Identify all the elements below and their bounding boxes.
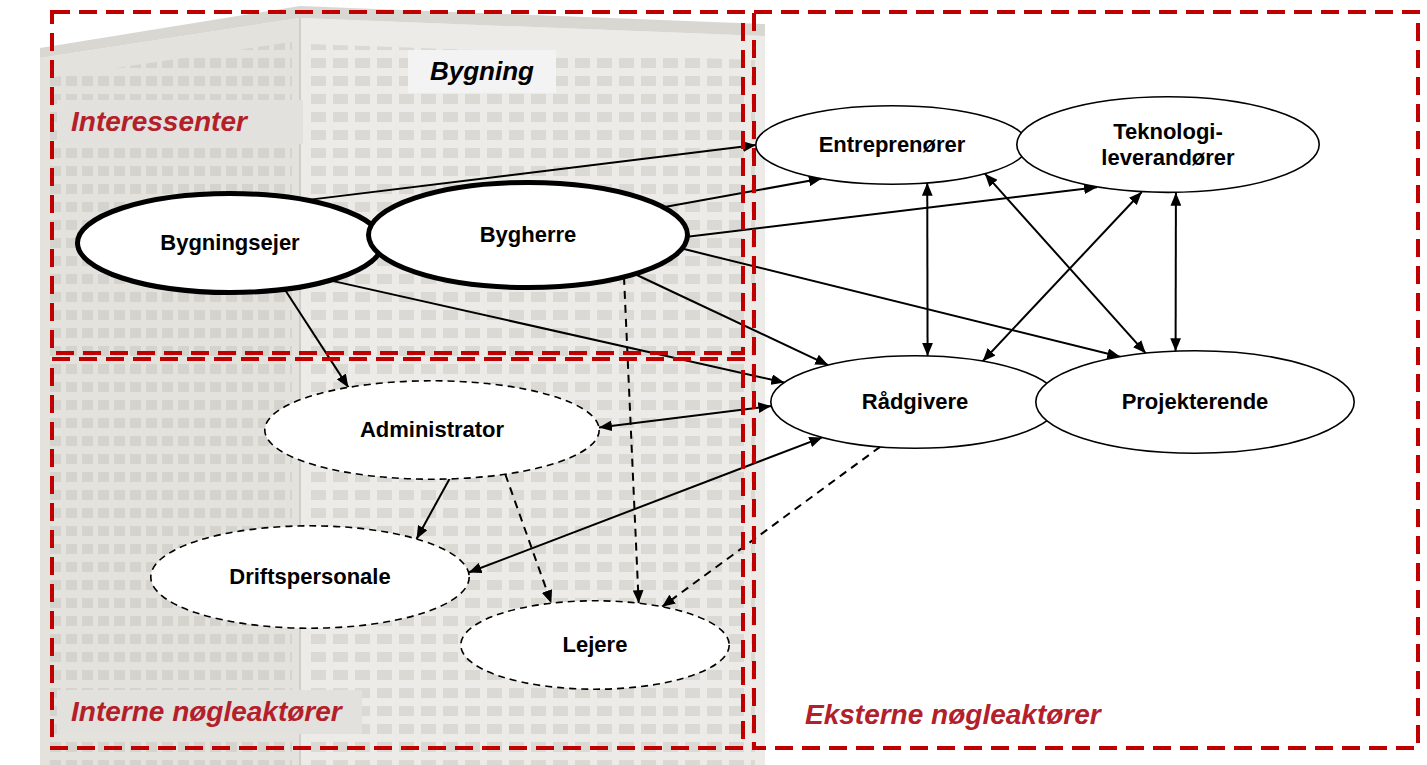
connector-arrow xyxy=(330,280,784,382)
actor-name: Lejere xyxy=(563,632,628,658)
actor-name: Administrator xyxy=(360,417,504,443)
ellipse-shape xyxy=(1036,351,1354,453)
ellipse-shape xyxy=(461,601,729,689)
actor-ellipse: Teknologi- leverandører xyxy=(1016,96,1320,193)
connector-arrow xyxy=(662,447,880,607)
connector-arrow xyxy=(926,183,928,356)
actor-name: Bygherre xyxy=(480,222,577,248)
dashed-frame xyxy=(52,12,743,353)
actor-ellipse: Bygningsejer xyxy=(75,191,385,295)
dashed-frame xyxy=(754,12,1418,748)
actor-name: Teknologi- leverandører xyxy=(1081,119,1256,172)
dashed-frame xyxy=(52,359,743,748)
ellipse-shape xyxy=(1017,97,1319,193)
region-outline xyxy=(50,10,745,355)
connector-arrow xyxy=(599,406,771,427)
region-label: Eksterne nøgleaktører xyxy=(797,693,1109,737)
actor-name: Driftspersonale xyxy=(229,564,390,590)
actor-ellipse: Entreprenører xyxy=(755,105,1029,185)
actor-name: Rådgivere xyxy=(862,389,968,415)
actor-ellipse: Driftspersonale xyxy=(150,525,470,629)
region-frame: InteressenterBygningsejer Bygherre xyxy=(50,10,745,355)
actor-ellipse: Administrator xyxy=(264,380,600,480)
actor-name: Entreprenører xyxy=(819,132,966,158)
building-label: Bygning xyxy=(408,50,556,93)
ellipse-shape xyxy=(369,183,688,288)
actor-ellipse: Bygherre xyxy=(366,180,690,290)
connector-arrow xyxy=(624,277,639,603)
connector-arrow xyxy=(682,249,1120,357)
connector-arrow xyxy=(985,174,1146,354)
connector-arrow xyxy=(285,289,349,387)
ellipse-shape xyxy=(78,194,383,293)
actor-name: Projekterende xyxy=(1122,389,1269,415)
region-frame: Interne nøgleaktører AdministratorDriftsp… xyxy=(50,357,745,750)
connector-arrow xyxy=(505,474,551,603)
connector-arrow xyxy=(417,479,450,539)
ellipse-shape xyxy=(265,381,599,479)
ellipse-shape xyxy=(756,106,1028,184)
actor-ellipse: Projekterende xyxy=(1035,350,1355,454)
building-windows xyxy=(48,42,292,765)
region-label: Interne nøgleaktører xyxy=(57,690,362,734)
actor-ellipse: Lejere xyxy=(460,600,730,690)
ellipse-shape xyxy=(771,356,1059,448)
actor-ellipse: Rådgivere xyxy=(770,355,1060,449)
region-label: Interessenter xyxy=(57,100,303,144)
region-frame: Eksterne nøgleaktører Entreprenører Teknol… xyxy=(752,10,1420,750)
label-holder: Bygning xyxy=(408,50,556,93)
ellipse-shape xyxy=(151,526,469,628)
connector-arrow xyxy=(1175,193,1177,352)
actor-name: Bygningsejer xyxy=(160,230,299,256)
connector-arrow xyxy=(983,192,1142,361)
